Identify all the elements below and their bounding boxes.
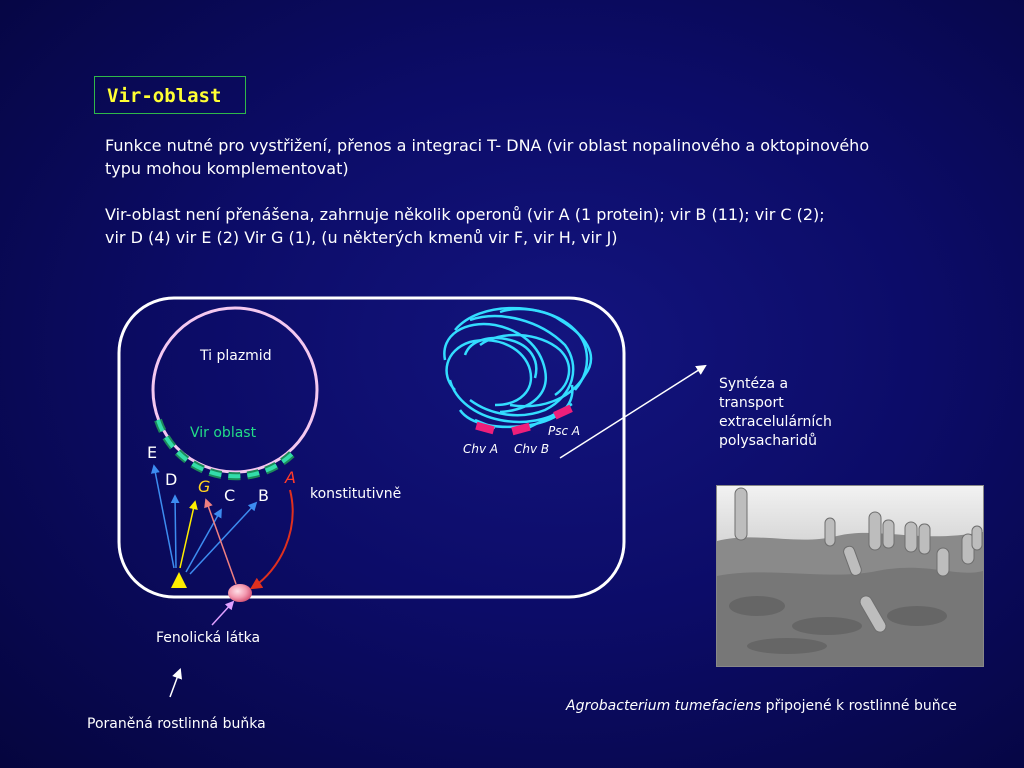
wounded-cell-label: Poraněná rostlinná buňka (87, 716, 266, 732)
gene-b-label: B (258, 486, 269, 505)
vir-region-highlights (156, 419, 298, 479)
phenolic-arrow (211, 600, 235, 626)
ti-plasmid-ring (151, 306, 319, 474)
title-box: Vir-oblast (94, 76, 246, 114)
vir-g-arrow (179, 500, 198, 569)
paragraph-operons-line-2: vir D (4) vir E (2) Vir G (1), (u někter… (105, 228, 618, 247)
bacterial-cell-outline (117, 296, 626, 599)
psc-a-label: Psc A (548, 424, 581, 438)
gene-c-label: C (224, 486, 236, 505)
synthesis-label-line-3: extracelulárních (719, 414, 832, 430)
gene-a-label: A (285, 468, 296, 487)
phenolic-label: Fenolická látka (156, 630, 261, 646)
wounded-cell-arrow (169, 668, 183, 698)
paragraph-functions-line-1: Funkce nutné pro vystřižení, přenos a in… (105, 136, 870, 155)
psc-a-marker (553, 404, 573, 420)
paragraph-operons: Vir-oblast není přenášena, zahrnuje něko… (105, 203, 1005, 249)
vir-region-label: Vir oblast (190, 425, 257, 441)
chv-b-marker (511, 422, 531, 436)
synthesis-label: Syntéza a transport extracelulárních pol… (719, 375, 832, 451)
paragraph-functions: Funkce nutné pro vystřižení, přenos a in… (105, 134, 1005, 180)
gene-d-label: D (165, 470, 178, 489)
micrograph-caption: Agrobacterium tumefaciens připojené k ro… (566, 698, 957, 714)
constitutive-label: konstitutivně (310, 486, 402, 502)
synthesis-label-line-2: transport (719, 395, 784, 411)
induction-arrows (150, 464, 258, 575)
gene-g-label: G (198, 477, 211, 496)
chv-a-label: Chv A (463, 442, 499, 456)
phenolic-compound (228, 584, 252, 602)
gene-e-label: E (147, 443, 158, 462)
ti-plasmid-label: Ti plazmid (200, 348, 272, 364)
chv-a-marker (475, 421, 495, 435)
paragraph-functions-line-2: typu mohou komplementovat) (105, 159, 349, 178)
paragraph-operons-line-1: Vir-oblast není přenášena, zahrnuje něko… (105, 205, 825, 224)
caption-species: Agrobacterium tumefaciens (566, 698, 762, 714)
chv-b-label: Chv B (514, 442, 550, 456)
synthesis-label-line-1: Syntéza a (719, 376, 789, 392)
vir-a-arrow (249, 489, 294, 590)
vir-a-protein-triangle (171, 572, 187, 588)
pink-arrow (204, 498, 237, 585)
caption-rest: připojené k rostlinné buňce (761, 698, 957, 714)
synthesis-label-line-4: polysacharidů (719, 433, 818, 449)
sem-micrograph (716, 485, 984, 667)
synthesis-arrow (559, 364, 707, 459)
slide-title: Vir-oblast (107, 85, 222, 107)
